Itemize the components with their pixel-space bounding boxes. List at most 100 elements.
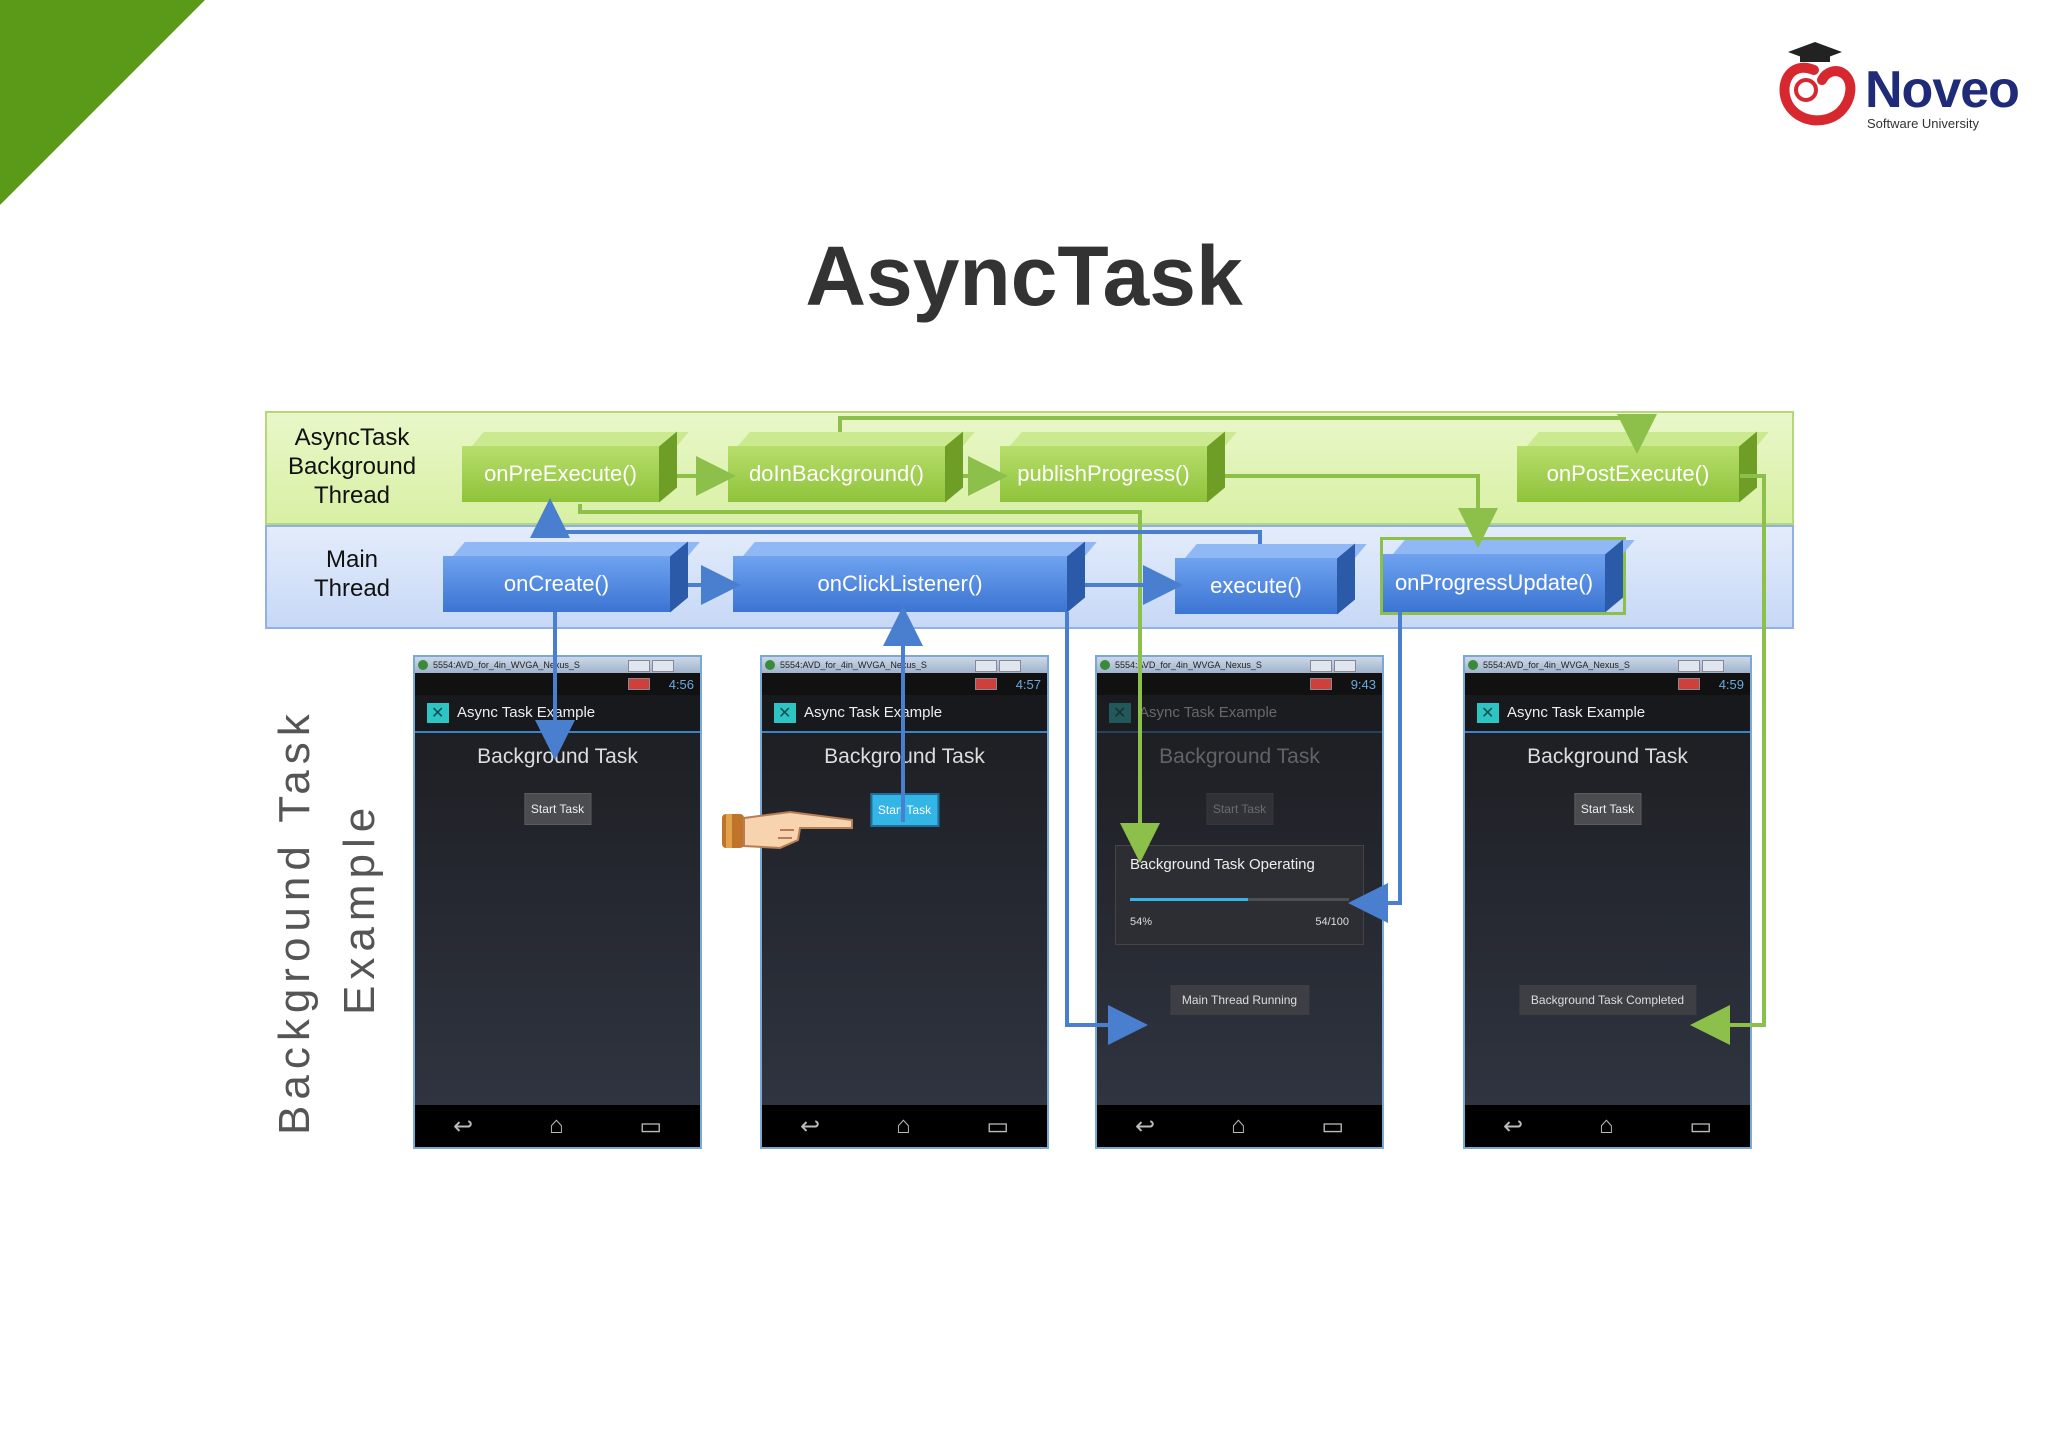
on-create-label: onCreate() bbox=[443, 556, 670, 612]
app-icon bbox=[1109, 703, 1131, 723]
maximize-icon bbox=[999, 660, 1021, 672]
screen-heading: Background Task bbox=[477, 745, 638, 768]
background-thread-label-line: Background bbox=[287, 453, 417, 480]
emulator-icon bbox=[418, 660, 428, 670]
nav-bar: ↩ ⌂ ▭ bbox=[762, 1105, 1047, 1147]
on-pre-execute-label: onPreExecute() bbox=[462, 446, 659, 502]
recent-apps-icon: ▭ bbox=[1321, 1112, 1345, 1140]
emulator-icon bbox=[1100, 660, 1110, 670]
minimize-icon bbox=[975, 660, 997, 672]
minimize-icon bbox=[1310, 660, 1332, 672]
background-thread-label-line: AsyncTask bbox=[294, 424, 410, 451]
recent-apps-icon: ▭ bbox=[1689, 1112, 1713, 1140]
home-icon: ⌂ bbox=[895, 1112, 911, 1139]
back-icon: ↩ bbox=[1502, 1112, 1524, 1140]
nav-bar: ↩ ⌂ ▭ bbox=[1465, 1105, 1750, 1147]
emulator-window-title: 5554:AVD_for_4in_WVGA_Nexus_S bbox=[1483, 660, 1630, 670]
on-create-box: onCreate() bbox=[443, 541, 700, 613]
toast-message: Main Thread Running bbox=[1169, 985, 1310, 1015]
pointing-hand-icon bbox=[722, 810, 853, 850]
close-icon bbox=[975, 678, 997, 690]
action-bar: Async Task Example bbox=[1465, 695, 1750, 733]
screen-heading: Background Task bbox=[824, 745, 985, 768]
app-title: Async Task Example bbox=[804, 704, 943, 721]
publish-progress-box: publishProgress() bbox=[1000, 431, 1237, 503]
close-icon bbox=[628, 678, 650, 690]
phone-screenshot-2: 5554:AVD_for_4in_WVGA_Nexus_S 4:57 Async… bbox=[760, 655, 1049, 1149]
nav-bar: ↩ ⌂ ▭ bbox=[415, 1105, 700, 1147]
on-post-execute-label: onPostExecute() bbox=[1517, 446, 1739, 502]
main-thread-label-line: Main bbox=[325, 546, 379, 573]
back-icon: ↩ bbox=[452, 1112, 474, 1140]
maximize-icon bbox=[1702, 660, 1724, 672]
start-task-button: Start Task bbox=[1573, 793, 1642, 825]
progress-bar-fill bbox=[1130, 898, 1249, 901]
on-click-listener-box: onClickListener() bbox=[733, 541, 1097, 613]
action-bar: Async Task Example bbox=[762, 695, 1047, 733]
main-thread-label: Main Thread bbox=[272, 545, 432, 603]
emulator-window-title: 5554:AVD_for_4in_WVGA_Nexus_S bbox=[433, 660, 580, 670]
on-progress-update-label: onProgressUpdate() bbox=[1383, 554, 1605, 612]
vertical-label-line2: Example bbox=[335, 801, 384, 1015]
main-thread-label-line: Thread bbox=[313, 575, 391, 602]
progress-dialog-title: Background Task Operating bbox=[1130, 856, 1315, 873]
publish-progress-label: publishProgress() bbox=[1000, 446, 1207, 502]
status-time: 4:56 bbox=[668, 677, 694, 692]
back-icon: ↩ bbox=[799, 1112, 821, 1140]
phone-screenshot-4: 5554:AVD_for_4in_WVGA_Nexus_S 4:59 Async… bbox=[1463, 655, 1752, 1149]
emulator-icon bbox=[765, 660, 775, 670]
corner-decoration bbox=[0, 0, 205, 205]
status-time: 9:43 bbox=[1350, 677, 1376, 692]
toast-message: Background Task Completed bbox=[1518, 985, 1697, 1015]
app-icon bbox=[774, 703, 796, 723]
home-icon: ⌂ bbox=[1598, 1112, 1614, 1139]
app-title: Async Task Example bbox=[1507, 704, 1646, 721]
recent-apps-icon: ▭ bbox=[639, 1112, 663, 1140]
status-time: 4:59 bbox=[1718, 677, 1744, 692]
start-task-button-pressed: Start Task bbox=[869, 793, 940, 827]
phone-screenshot-1: 5554:AVD_for_4in_WVGA_Nexus_S 4:56 Async… bbox=[413, 655, 702, 1149]
on-pre-execute-box: onPreExecute() bbox=[462, 431, 689, 503]
phone-screen: Async Task Example Background Task Start… bbox=[415, 695, 700, 1105]
window-controls bbox=[1676, 659, 1746, 690]
action-bar: Async Task Example bbox=[415, 695, 700, 733]
do-in-background-box: doInBackground() bbox=[728, 431, 975, 503]
start-task-button: Start Task bbox=[1205, 793, 1274, 825]
background-thread-label-line: Thread bbox=[313, 482, 391, 509]
screen-heading: Background Task bbox=[1159, 745, 1320, 768]
emulator-window-title: 5554:AVD_for_4in_WVGA_Nexus_S bbox=[780, 660, 927, 670]
emulator-window-title: 5554:AVD_for_4in_WVGA_Nexus_S bbox=[1115, 660, 1262, 670]
back-icon: ↩ bbox=[1134, 1112, 1156, 1140]
logo-mark-icon bbox=[1779, 42, 1856, 126]
window-controls bbox=[1308, 659, 1378, 690]
phone-screen: Async Task Example Background Task Start… bbox=[762, 695, 1047, 1105]
do-in-background-label: doInBackground() bbox=[728, 446, 945, 502]
nav-bar: ↩ ⌂ ▭ bbox=[1097, 1105, 1382, 1147]
close-icon bbox=[1678, 678, 1700, 690]
progress-bar bbox=[1130, 898, 1349, 901]
maximize-icon bbox=[1334, 660, 1356, 672]
window-controls bbox=[626, 659, 696, 690]
home-icon: ⌂ bbox=[1230, 1112, 1246, 1139]
logo-tagline: Software University bbox=[1867, 116, 1979, 131]
app-title: Async Task Example bbox=[1139, 704, 1278, 721]
window-controls bbox=[973, 659, 1043, 690]
slide-title: AsyncTask bbox=[805, 229, 1243, 323]
start-task-button: Start Task bbox=[523, 793, 592, 825]
app-icon bbox=[1477, 703, 1499, 723]
action-bar: Async Task Example bbox=[1097, 695, 1382, 733]
maximize-icon bbox=[652, 660, 674, 672]
phone-screen: Async Task Example Background Task Start… bbox=[1097, 695, 1382, 1105]
progress-count: 54/100 bbox=[1315, 916, 1349, 928]
status-time: 4:57 bbox=[1015, 677, 1041, 692]
minimize-icon bbox=[1678, 660, 1700, 672]
app-icon bbox=[427, 703, 449, 723]
progress-percent: 54% bbox=[1130, 916, 1153, 928]
logo-wordmark: Noveo bbox=[1865, 61, 2020, 119]
app-title: Async Task Example bbox=[457, 704, 596, 721]
phone-screenshot-3: 5554:AVD_for_4in_WVGA_Nexus_S 9:43 Async… bbox=[1095, 655, 1384, 1149]
minimize-icon bbox=[628, 660, 650, 672]
close-icon bbox=[1310, 678, 1332, 690]
execute-label: execute() bbox=[1175, 558, 1337, 614]
